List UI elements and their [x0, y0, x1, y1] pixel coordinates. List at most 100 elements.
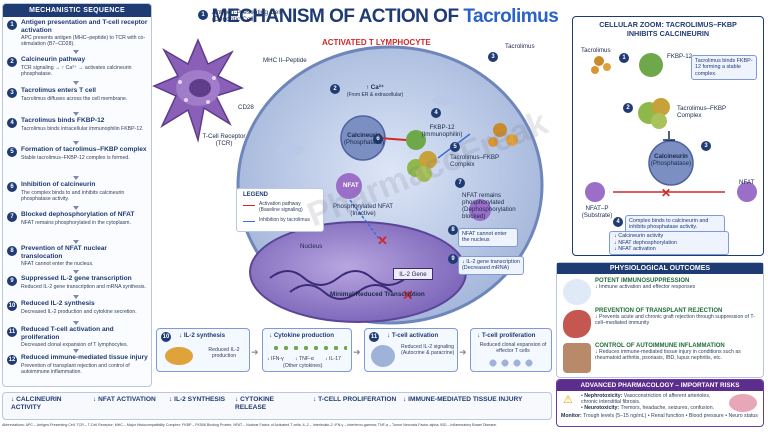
tcr-title: T-Cell Receptor — [202, 133, 246, 140]
legend-box: LEGEND Activation pathway (Baseline sign… — [236, 188, 324, 232]
flow-title: ↓ T-cell activation — [387, 332, 439, 339]
immune-cells-icon — [563, 279, 591, 305]
down-arrow-icon — [73, 176, 79, 180]
legend-inhibition: Inhibition by tacrolimus — [259, 217, 310, 223]
nfat-label: NFAT — [343, 182, 359, 189]
tcr-label: T-Cell Receptor(TCR) — [199, 133, 249, 147]
outcomes-heading: PHYSIOLOGICAL OUTCOMES — [557, 263, 763, 274]
fkbp-title: FKBP-12 — [429, 124, 455, 131]
step-title: Tacrolimus binds FKBP-12 — [21, 117, 105, 124]
risk-label: Neurotoxicity: — [584, 405, 620, 412]
zoom-results-box: ↓ Calcineurin activity ↓ NFAT dephosphor… — [609, 231, 729, 255]
note-il2-transcription: ↓ IL-2 gene transcription (Decreased mRN… — [458, 256, 524, 275]
step-badge: 2 — [330, 84, 340, 94]
zoom-result: ↓ Calcineurin activity — [614, 233, 664, 239]
step-number: 6 — [7, 182, 17, 192]
summary-item: ↓ CALCINEURIN ACTIVITY — [11, 396, 62, 411]
calcium-subtitle: (From ER & extracellular) — [346, 92, 404, 98]
flow-arrow-icon: ➜ — [353, 347, 361, 357]
zoom-illustration: ✕ — [585, 53, 757, 202]
tcr-subtitle: (TCR) — [215, 140, 233, 147]
step-number: 11 — [7, 327, 17, 337]
svg-text:✕: ✕ — [661, 186, 671, 200]
flow-il2-synthesis: 10 ↓ IL-2 synthesis Reduced IL-2 product… — [156, 328, 250, 372]
risk-desc: Trough levels (5–15 ng/mL) • Renal funct… — [581, 412, 758, 419]
zoom-nfat-label: NFAT — [739, 179, 755, 186]
sequence-step: 11 Reduced T-cell activation and prolifer… — [7, 326, 150, 348]
pnfat-title: Phosphorylated NFAT — [332, 203, 394, 210]
apc-subtitle: (Dendritic Cell) — [212, 16, 256, 23]
outcome-item: POTENT IMMUNOSUPPRESSION↓ Immune activat… — [595, 278, 761, 290]
zoom-result-1: Calcineurin activity — [618, 233, 664, 239]
down-arrow-icon — [73, 81, 79, 85]
step-title: Reduced immune-mediated tissue injury — [21, 354, 148, 361]
zoom-nfatp-title: NFAT–P — [585, 205, 609, 212]
step-badge: 7 — [455, 178, 465, 188]
tacrolimus-label: Tacrolimus — [505, 43, 535, 50]
risks-heading: ADVANCED PHARMACOLOGY – IMPORTANT RISKS — [557, 380, 763, 391]
summary-strip: ↓ CALCINEURIN ACTIVITY ↓ NFAT ACTIVATION… — [2, 392, 552, 420]
complex-label: Tacrolimus–FKBP Complex — [450, 154, 500, 168]
step-title: Antigen presentation and T-cell receptor… — [21, 19, 148, 34]
step-desc: NFAT cannot enter the nucleus. — [21, 261, 94, 268]
risk-desc: Tremors, headache, seizures, confusion. — [619, 405, 715, 412]
abbreviations: Abbreviations: APC – Antigen-Presenting … — [2, 423, 497, 427]
step-title: Reduced T-cell activation and proliferat… — [21, 326, 114, 341]
step-desc: Decreased IL-2 production and cytokine s… — [21, 308, 137, 315]
physiological-outcomes-panel: PHYSIOLOGICAL OUTCOMES POTENT IMMUNOSUPP… — [556, 262, 764, 378]
zoom-calcineurin-title: Calcineurin — [654, 153, 688, 160]
outcome-item: CONTROL OF AUTOIMMUNE INFLAMMATION↓ Redu… — [595, 343, 761, 361]
legend-heading: LEGEND — [243, 192, 269, 198]
step-number: 2 — [7, 57, 17, 67]
calcineurin-label: Calcineurin(Phosphatase) — [336, 132, 392, 146]
down-arrow-icon — [73, 50, 79, 54]
down-arrow-icon — [73, 349, 79, 353]
step-number: 3 — [7, 88, 17, 98]
mhc-label: MHC II–Peptide — [263, 57, 307, 64]
step-badge: 4 — [431, 108, 441, 118]
zoom-result-3: NFAT activation — [618, 246, 656, 253]
step-title: Formation of tacrolimus–FKBP complex — [21, 146, 147, 153]
down-arrow-icon — [73, 141, 79, 145]
step-badge: 11 — [369, 332, 379, 342]
risk-desc: Vasoconstriction of afferent arterioles,… — [581, 393, 711, 406]
apc-title: Antigen-Presenting Cell — [212, 9, 282, 16]
nucleus-label: Nucleus — [300, 243, 323, 250]
flow-title: ↓ Cytokine production — [269, 332, 334, 339]
flow-t-cell-activation: 11 ↓ T-cell activation Reduced IL-2 sign… — [364, 328, 458, 372]
il2-gene-box: IL-2 Gene — [393, 268, 433, 280]
step-badge: 1 — [198, 10, 208, 20]
svg-text:✕: ✕ — [402, 287, 414, 303]
zoom-note-1: Tacrolimus binds FKBP-12 forming a stabl… — [691, 55, 757, 81]
t-lymphocyte-illustration: ✕ ✕ — [236, 45, 544, 325]
il2-molecule-icon — [165, 347, 193, 365]
t-cell-icon — [371, 345, 395, 367]
cytokine-icon — [271, 343, 347, 353]
note-nfat-cannot-enter: NFAT cannot enter the nucleus — [458, 228, 518, 247]
step-number: 5 — [7, 147, 17, 157]
legend-activation: Activation pathway (Baseline signaling) — [259, 201, 303, 213]
flow-desc: (Other cytokines) — [283, 363, 323, 369]
step-title: Prevention of NFAT nuclear translocation — [21, 245, 107, 260]
cellular-zoom-panel: CELLULAR ZOOM: TACROLIMUS–FKBP INHIBITS … — [572, 16, 764, 256]
risk-label: Nephrotoxicity: — [584, 393, 623, 399]
cd28-label: CD28 — [238, 104, 254, 111]
flow-arrow-icon: ➜ — [251, 347, 259, 357]
outcome-title: CONTROL OF AUTOIMMUNE INFLAMMATION — [595, 343, 725, 349]
fkbp-subtitle: (Immunophilin) — [421, 131, 463, 138]
step-number: 10 — [7, 301, 17, 311]
step-number: 12 — [7, 355, 17, 365]
step-title: Reduced IL-2 synthesis — [21, 300, 95, 307]
step-desc: APC presents antigen (MHC–peptide) to TC… — [21, 35, 146, 48]
down-arrow-icon — [73, 240, 79, 244]
flow-desc: Reduced clonal expansion of effector T c… — [479, 342, 547, 355]
